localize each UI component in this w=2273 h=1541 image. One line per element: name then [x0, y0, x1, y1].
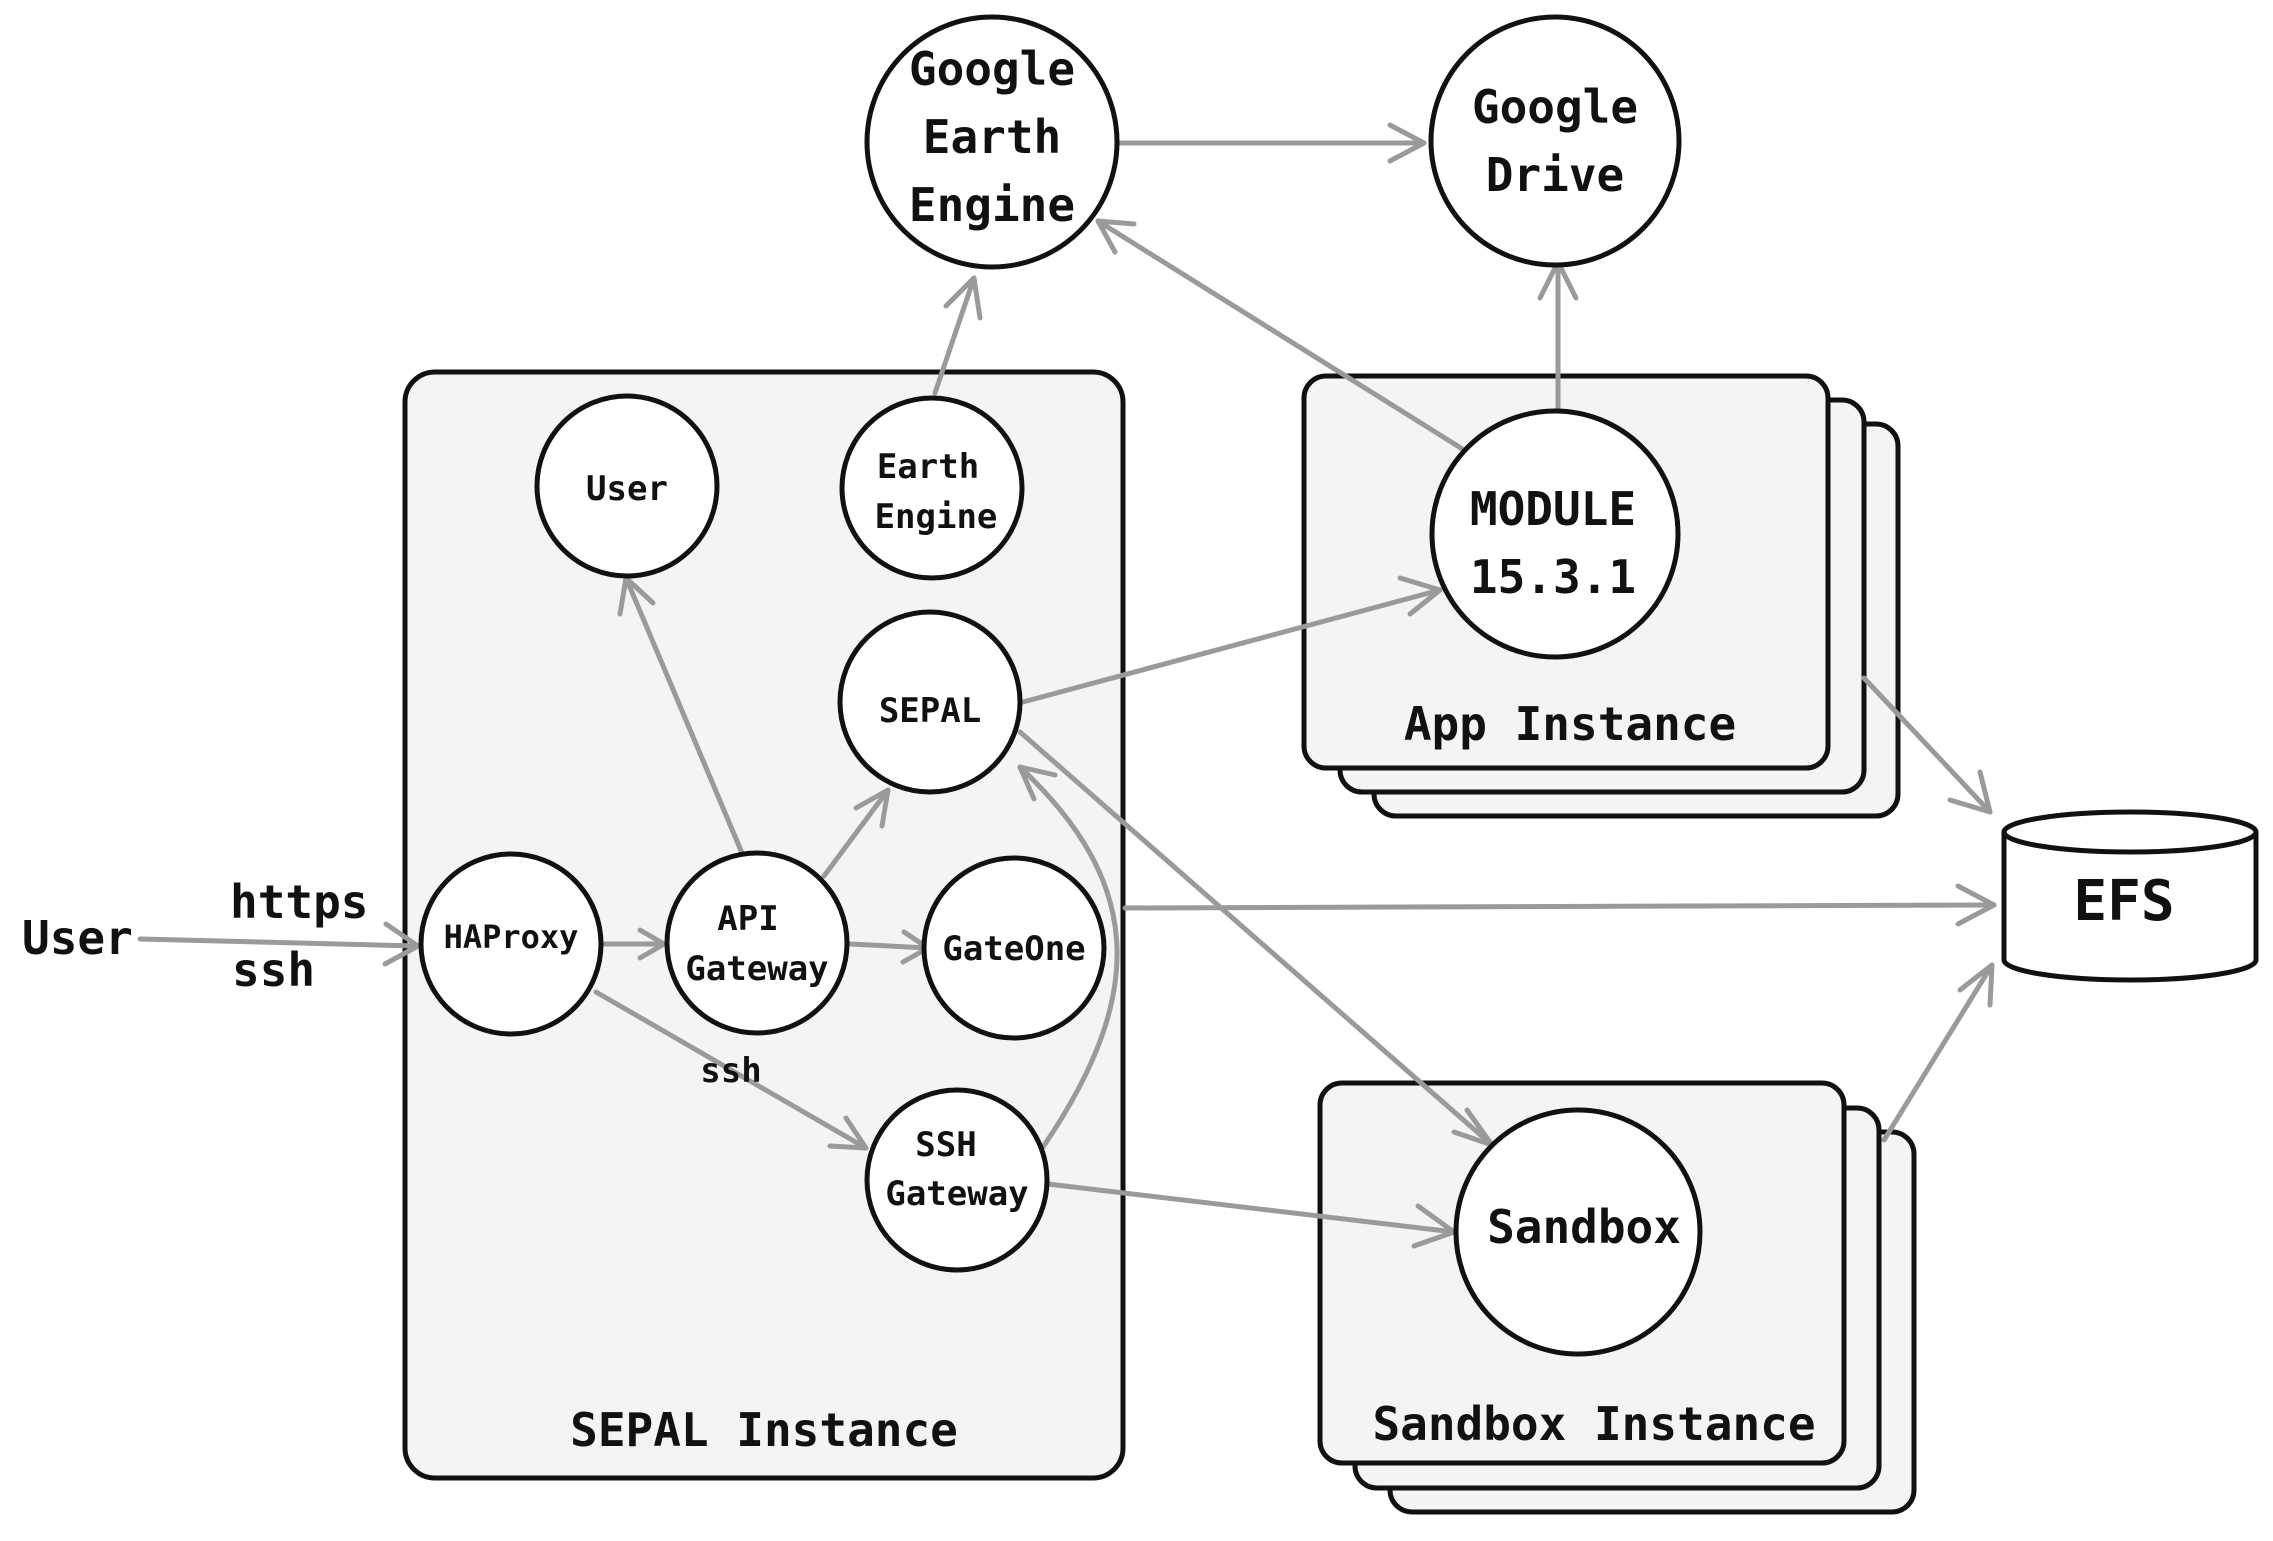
edge-apigateway-user — [623, 575, 745, 856]
earth-engine-label-line1: Earth — [877, 447, 979, 487]
edge-sepal-efs — [1122, 902, 1997, 911]
user-service-label: User — [586, 469, 668, 509]
edge-sepal-module — [1020, 587, 1443, 705]
node-user-service: User — [534, 393, 720, 579]
edge-haproxy-sshgateway — [593, 989, 869, 1151]
gee-label-line3: Engine — [909, 178, 1075, 232]
edge-sepal-module-arrowhead — [1397, 575, 1443, 617]
node-gateone: GateOne — [921, 855, 1107, 1041]
node-sandbox: Sandbox — [1453, 1107, 1703, 1357]
edge-label-ssh: ssh — [700, 1051, 761, 1091]
node-sepal: SEPAL — [837, 609, 1023, 795]
haproxy-label: HAProxy — [444, 918, 579, 956]
node-google-drive: Google Drive — [1428, 14, 1682, 268]
node-earth-engine: Earth Engine — [839, 395, 1025, 581]
sandbox-label: Sandbox — [1487, 1200, 1681, 1254]
edge-sandbox-efs-arrowhead — [1957, 962, 1995, 1008]
external-user-label: User — [22, 911, 133, 965]
edge-app-efs — [1861, 675, 1993, 815]
node-module: MODULE 15.3.1 — [1429, 408, 1681, 660]
edge-user-haproxy-arrowhead — [382, 921, 421, 967]
module-label-line2: 15.3.1 — [1470, 550, 1636, 604]
protocol-https-label: https — [230, 875, 368, 929]
edge-user-haproxy — [137, 936, 421, 949]
edge-app-efs-arrowhead — [1947, 769, 1993, 815]
edge-earthengine-gee — [932, 275, 977, 396]
sepal-instance-label: SEPAL Instance — [570, 1403, 958, 1457]
edge-sshgateway-sepal — [1017, 764, 1120, 1150]
edge-sepal-efs-arrowhead — [1955, 883, 1997, 927]
app-instance-label: App Instance — [1404, 697, 1736, 751]
module-label-line1: MODULE — [1470, 482, 1636, 536]
gateone-label: GateOne — [942, 929, 1085, 969]
node-ssh-gateway: SSH Gateway — [864, 1087, 1050, 1273]
ssh-gateway-label-line1: SSH — [915, 1125, 976, 1165]
drive-label-line2: Drive — [1486, 148, 1624, 202]
sandbox-instance-label: Sandbox Instance — [1372, 1397, 1815, 1451]
gee-label-line2: Earth — [923, 110, 1061, 164]
protocol-ssh-label: ssh — [232, 943, 315, 997]
edge-apigateway-sepal — [821, 787, 891, 879]
sepal-label: SEPAL — [879, 691, 981, 731]
node-api-gateway: API Gateway — [664, 850, 850, 1036]
node-haproxy: HAProxy — [418, 851, 604, 1037]
earth-engine-label-line2: Engine — [875, 497, 998, 537]
api-gateway-label-line2: Gateway — [685, 949, 828, 989]
edge-earthengine-gee-arrowhead — [943, 275, 983, 321]
edges — [137, 122, 1997, 1249]
edge-haproxy-apigateway-arrowhead — [637, 927, 667, 961]
edge-sepal-sandbox — [1017, 729, 1495, 1148]
ssh-gateway-label-line2: Gateway — [885, 1174, 1028, 1214]
edge-sshgateway-sepal-arrowhead — [1017, 764, 1058, 802]
efs-storage-icon: EFS — [2001, 809, 2259, 983]
edge-gee-drive-arrowhead — [1387, 122, 1427, 164]
edge-sandbox-efs — [1881, 962, 1995, 1143]
node-google-earth-engine: Google Earth Engine — [864, 14, 1120, 270]
efs-label: EFS — [2073, 869, 2174, 934]
edge-apigateway-gateone — [847, 941, 931, 951]
edge-sshgateway-sandbox — [1045, 1181, 1457, 1235]
api-gateway-label-line1: API — [717, 899, 778, 939]
drive-label-line1: Google — [1472, 80, 1638, 134]
edge-module-gee — [1095, 218, 1467, 453]
edge-haproxy-sshgateway-arrowhead — [827, 1115, 869, 1151]
edge-apigateway-sepal-arrowhead — [853, 787, 891, 829]
edge-module-gee-arrowhead — [1095, 218, 1137, 255]
gee-label-line1: Google — [909, 42, 1075, 96]
